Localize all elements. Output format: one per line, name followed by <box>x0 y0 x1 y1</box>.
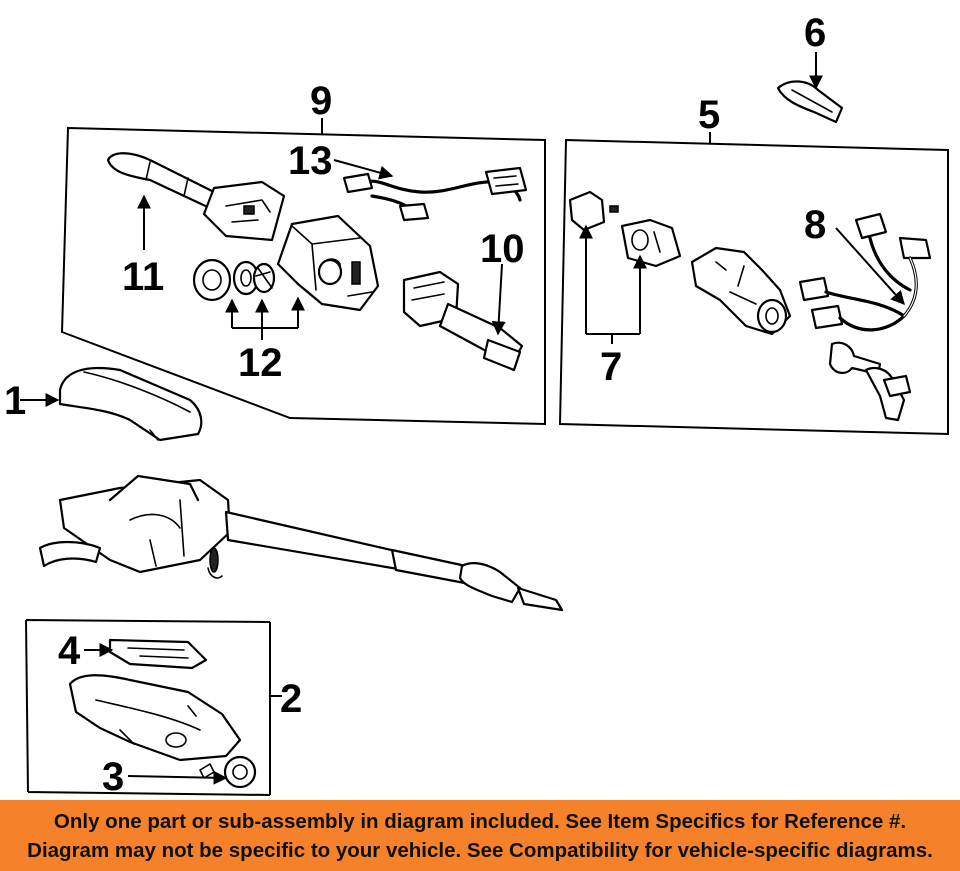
lower-column-cover-part <box>68 674 242 762</box>
callout-12: 12 <box>238 341 283 385</box>
lower-cover-frame <box>25 619 282 796</box>
callout-5: 5 <box>698 93 720 137</box>
callout-13: 13 <box>288 139 333 183</box>
switch-assembly-frame <box>60 118 546 426</box>
callout-7: 7 <box>600 345 622 389</box>
clip-part <box>776 80 844 124</box>
callout-11: 11 <box>122 255 164 299</box>
ignition-keys-part <box>828 341 912 422</box>
callout-2: 2 <box>280 677 302 721</box>
leader-arrows <box>20 52 905 785</box>
lock-cylinder-components-part <box>568 190 682 268</box>
wiring-harness-part <box>342 166 528 222</box>
light-switch-stalk-part <box>106 152 286 242</box>
switch-rings-part <box>192 258 276 302</box>
small-cover-part <box>108 638 208 670</box>
ignition-lock-housing-part <box>690 246 792 336</box>
ignition-harness-part <box>798 212 932 332</box>
ignition-assembly-frame <box>558 132 949 436</box>
callout-8: 8 <box>804 203 826 247</box>
callout-6: 6 <box>804 11 826 55</box>
callout-9: 9 <box>310 79 332 123</box>
callout-1: 1 <box>4 379 26 423</box>
callout-4: 4 <box>58 629 81 673</box>
disclaimer-banner: Only one part or sub-assembly in diagram… <box>0 800 960 871</box>
callout-3: 3 <box>102 755 124 799</box>
callout-10: 10 <box>480 227 525 271</box>
grommet-part <box>199 755 257 789</box>
upper-column-cover-part <box>58 366 203 442</box>
steering-column-shaft-part <box>38 474 564 612</box>
wiper-switch-stalk-part <box>402 270 524 372</box>
combination-switch-body-part <box>276 214 380 312</box>
steering-column-parts-diagram: 1 2 3 4 5 6 7 8 9 10 11 12 13 <box>4 11 949 799</box>
disclaimer-line-2: Diagram may not be specific to your vehi… <box>27 838 933 862</box>
disclaimer-line-1: Only one part or sub-assembly in diagram… <box>53 809 907 833</box>
